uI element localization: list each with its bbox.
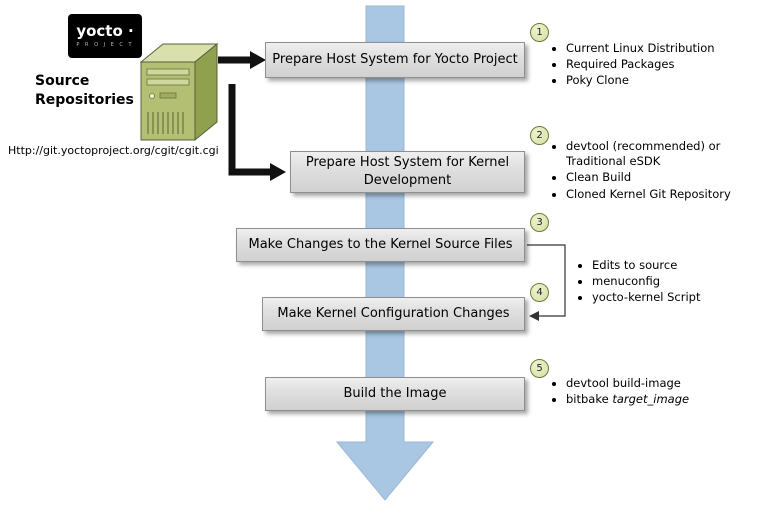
yocto-logo-subtext: P R O J E C T	[76, 42, 134, 48]
step-box-prepare-host-yocto: Prepare Host System for Yocto Project	[265, 42, 525, 78]
bullet-item: Cloned Kernel Git Repository	[566, 187, 747, 202]
arrow-source-to-step1	[218, 51, 266, 69]
bullet-item: Edits to source	[592, 258, 758, 273]
bullet-text: bitbake	[566, 392, 613, 407]
source-repositories-label: Source Repositories	[35, 73, 134, 108]
bullet-item: bitbake target_image	[566, 392, 752, 407]
bullet-item: menuconfig	[592, 274, 758, 289]
step-box-make-config-changes: Make Kernel Configuration Changes	[262, 297, 525, 331]
step5-bullet-list: devtool build-image bitbake target_image	[552, 375, 752, 408]
step-box-label: Make Kernel Configuration Changes	[277, 306, 510, 322]
bullet-item: Clean Build	[566, 170, 747, 185]
step-number-4: 4	[530, 283, 549, 302]
bracket-steps-3-4	[527, 244, 566, 321]
bullet-item: Current Linux Distribution	[566, 41, 752, 56]
steps-3-4-shared-bullet-list: Edits to source menuconfig yocto-kernel …	[578, 257, 758, 307]
step-number-5: 5	[530, 359, 549, 378]
step2-bullet-list: devtool (recommended) or Traditional eSD…	[552, 138, 747, 203]
yocto-logo: yocto · P R O J E C T	[68, 14, 142, 58]
bullet-item: yocto-kernel Script	[592, 290, 758, 305]
step-box-make-source-changes: Make Changes to the Kernel Source Files	[236, 228, 525, 262]
bullet-item: Poky Clone	[566, 73, 752, 88]
step1-bullet-list: Current Linux Distribution Required Pack…	[552, 40, 752, 90]
step-number-1: 1	[530, 23, 549, 42]
step-box-build-image: Build the Image	[265, 377, 525, 411]
step-box-label: Build the Image	[343, 386, 447, 402]
step-box-label: Prepare Host System for Yocto Project	[272, 52, 518, 68]
step-number-3: 3	[530, 213, 549, 232]
bullet-item: Required Packages	[566, 57, 752, 72]
repo-url-text: Http://git.yoctoproject.org/cgit/cgit.cg…	[8, 144, 219, 157]
step-box-prepare-host-kernel: Prepare Host System for Kernel Developme…	[290, 151, 525, 193]
bullet-text-italic: target_image	[612, 392, 690, 407]
step-box-label: Make Changes to the Kernel Source Files	[248, 237, 513, 253]
step-number-2: 2	[530, 126, 549, 145]
server-icon	[139, 42, 219, 142]
arrow-source-to-step2	[228, 84, 286, 181]
bullet-item: devtool (recommended) or Traditional eSD…	[566, 139, 747, 169]
bullet-item: devtool build-image	[566, 376, 752, 391]
step-box-label: Prepare Host System for Kernel Developme…	[305, 155, 510, 188]
yocto-logo-text: yocto ·	[76, 22, 134, 40]
